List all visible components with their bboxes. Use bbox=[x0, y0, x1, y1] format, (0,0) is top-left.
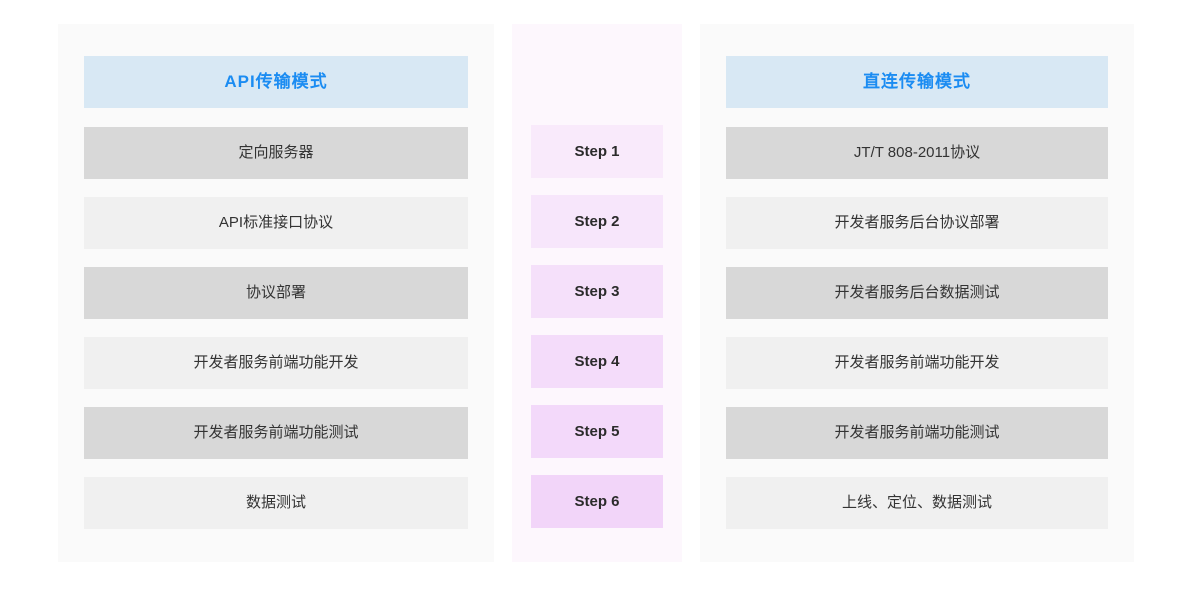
direct-mode-column: 直连传输模式 JT/T 808-2011协议 开发者服务后台协议部署 开发者服务… bbox=[726, 56, 1108, 529]
direct-mode-panel: 直连传输模式 JT/T 808-2011协议 开发者服务后台协议部署 开发者服务… bbox=[700, 24, 1134, 562]
step-label: Step 4 bbox=[531, 335, 663, 388]
api-mode-step-row: 开发者服务前端功能开发 bbox=[84, 337, 468, 389]
step-label: Step 6 bbox=[531, 475, 663, 528]
api-mode-panel: API传输模式 定向服务器 API标准接口协议 协议部署 开发者服务前端功能开发… bbox=[58, 24, 494, 562]
direct-mode-header: 直连传输模式 bbox=[726, 56, 1108, 108]
step-index-panel: Step 1 Step 2 Step 3 Step 4 Step 5 Step … bbox=[512, 24, 682, 562]
direct-mode-step-row: 开发者服务后台数据测试 bbox=[726, 267, 1108, 319]
api-mode-step-row: 定向服务器 bbox=[84, 127, 468, 179]
direct-mode-step-row: 开发者服务后台协议部署 bbox=[726, 197, 1108, 249]
step-label: Step 2 bbox=[531, 195, 663, 248]
direct-mode-step-row: 上线、定位、数据测试 bbox=[726, 477, 1108, 529]
step-index-column: Step 1 Step 2 Step 3 Step 4 Step 5 Step … bbox=[531, 125, 663, 528]
step-label: Step 5 bbox=[531, 405, 663, 458]
direct-mode-step-row: 开发者服务前端功能开发 bbox=[726, 337, 1108, 389]
api-mode-step-row: 开发者服务前端功能测试 bbox=[84, 407, 468, 459]
api-mode-column: API传输模式 定向服务器 API标准接口协议 协议部署 开发者服务前端功能开发… bbox=[84, 56, 468, 529]
direct-mode-step-row: JT/T 808-2011协议 bbox=[726, 127, 1108, 179]
api-mode-step-row: 数据测试 bbox=[84, 477, 468, 529]
api-mode-step-row: 协议部署 bbox=[84, 267, 468, 319]
api-mode-step-row: API标准接口协议 bbox=[84, 197, 468, 249]
step-label: Step 3 bbox=[531, 265, 663, 318]
direct-mode-step-row: 开发者服务前端功能测试 bbox=[726, 407, 1108, 459]
step-label: Step 1 bbox=[531, 125, 663, 178]
api-mode-header: API传输模式 bbox=[84, 56, 468, 108]
